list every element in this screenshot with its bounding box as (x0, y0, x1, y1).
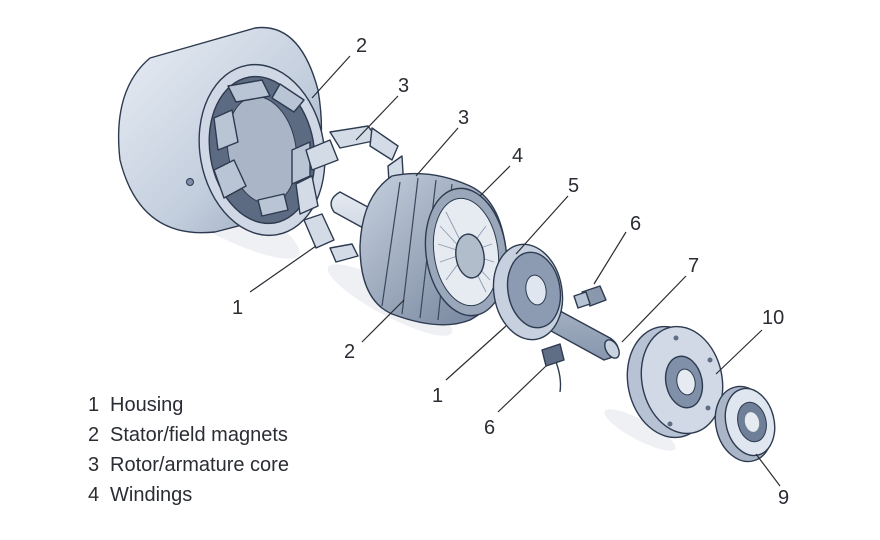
legend-number: 4 (88, 484, 100, 506)
callout-6-upper: 6 (630, 213, 641, 235)
legend-item: 3 Rotor/armature core (88, 454, 289, 484)
callout-9: 9 (778, 487, 789, 509)
rotor-part (359, 172, 508, 326)
legend-label: Housing (110, 394, 184, 416)
legend-number: 3 (88, 454, 100, 476)
rear-bearing-part (714, 385, 776, 463)
end-cap-part (626, 325, 724, 439)
callout-6-lower: 6 (484, 417, 495, 439)
housing-inner-magnets (213, 79, 311, 217)
legend-item: 4 Windings (88, 484, 289, 514)
legend-number: 1 (88, 394, 100, 416)
legend-label: Stator/field magnets (110, 424, 288, 446)
magnet-ring-part (295, 125, 405, 263)
callout-7: 7 (688, 255, 699, 277)
parts-legend: 1 Housing 2 Stator/field magnets 3 Rotor… (88, 394, 289, 514)
callout-10: 10 (762, 307, 784, 329)
callout-1-bottom: 1 (432, 385, 443, 407)
brush-upper-part (573, 285, 607, 309)
callout-2-top: 2 (356, 35, 367, 57)
callout-5: 5 (568, 175, 579, 197)
callout-2-bottom: 2 (344, 341, 355, 363)
bearing-disc-part (492, 243, 564, 341)
legend-label: Rotor/armature core (110, 454, 289, 476)
leader-lines (249, 55, 781, 487)
callout-numbers: 2 3 3 4 5 6 7 10 1 2 1 6 9 (232, 35, 789, 509)
callout-3-ring: 3 (398, 75, 409, 97)
housing-part (117, 26, 326, 237)
callout-3-rotor: 3 (458, 107, 469, 129)
legend-item: 1 Housing (88, 394, 289, 424)
brush-lower-part (541, 343, 565, 393)
legend-label: Windings (110, 484, 193, 506)
callout-1-left: 1 (232, 297, 243, 319)
legend-item: 2 Stator/field magnets (88, 424, 289, 454)
callout-4: 4 (512, 145, 523, 167)
legend-number: 2 (88, 424, 100, 446)
